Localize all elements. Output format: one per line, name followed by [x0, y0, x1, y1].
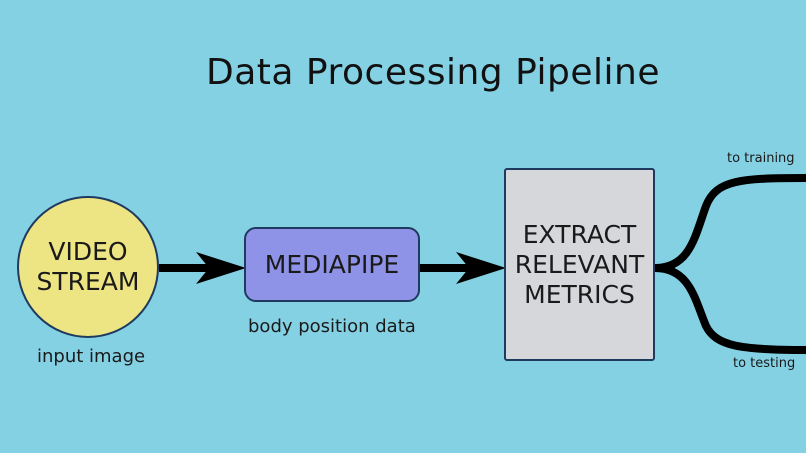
caption-to-testing: to testing — [733, 356, 796, 371]
branch-to-training — [651, 174, 806, 272]
node-mediapipe-label: MEDIAPIPE — [264, 250, 400, 279]
node-extract-metrics-label: EXTRACT RELEVANT METRICS — [514, 219, 645, 309]
node-extract-metrics: EXTRACT RELEVANT METRICS — [504, 168, 655, 361]
node-mediapipe: MEDIAPIPE — [244, 227, 420, 302]
caption-body-position-data: body position data — [248, 316, 416, 337]
arrow-mediapipe-to-extract — [420, 252, 506, 284]
node-video-stream-label: VIDEO STREAM — [36, 237, 140, 296]
node-video-stream: VIDEO STREAM — [17, 196, 159, 338]
caption-to-training: to training — [727, 151, 795, 166]
branch-to-testing — [651, 264, 806, 354]
diagram-title: Data Processing Pipeline — [206, 52, 660, 93]
arrow-video-to-mediapipe — [159, 252, 246, 284]
caption-input-image: input image — [37, 346, 146, 367]
